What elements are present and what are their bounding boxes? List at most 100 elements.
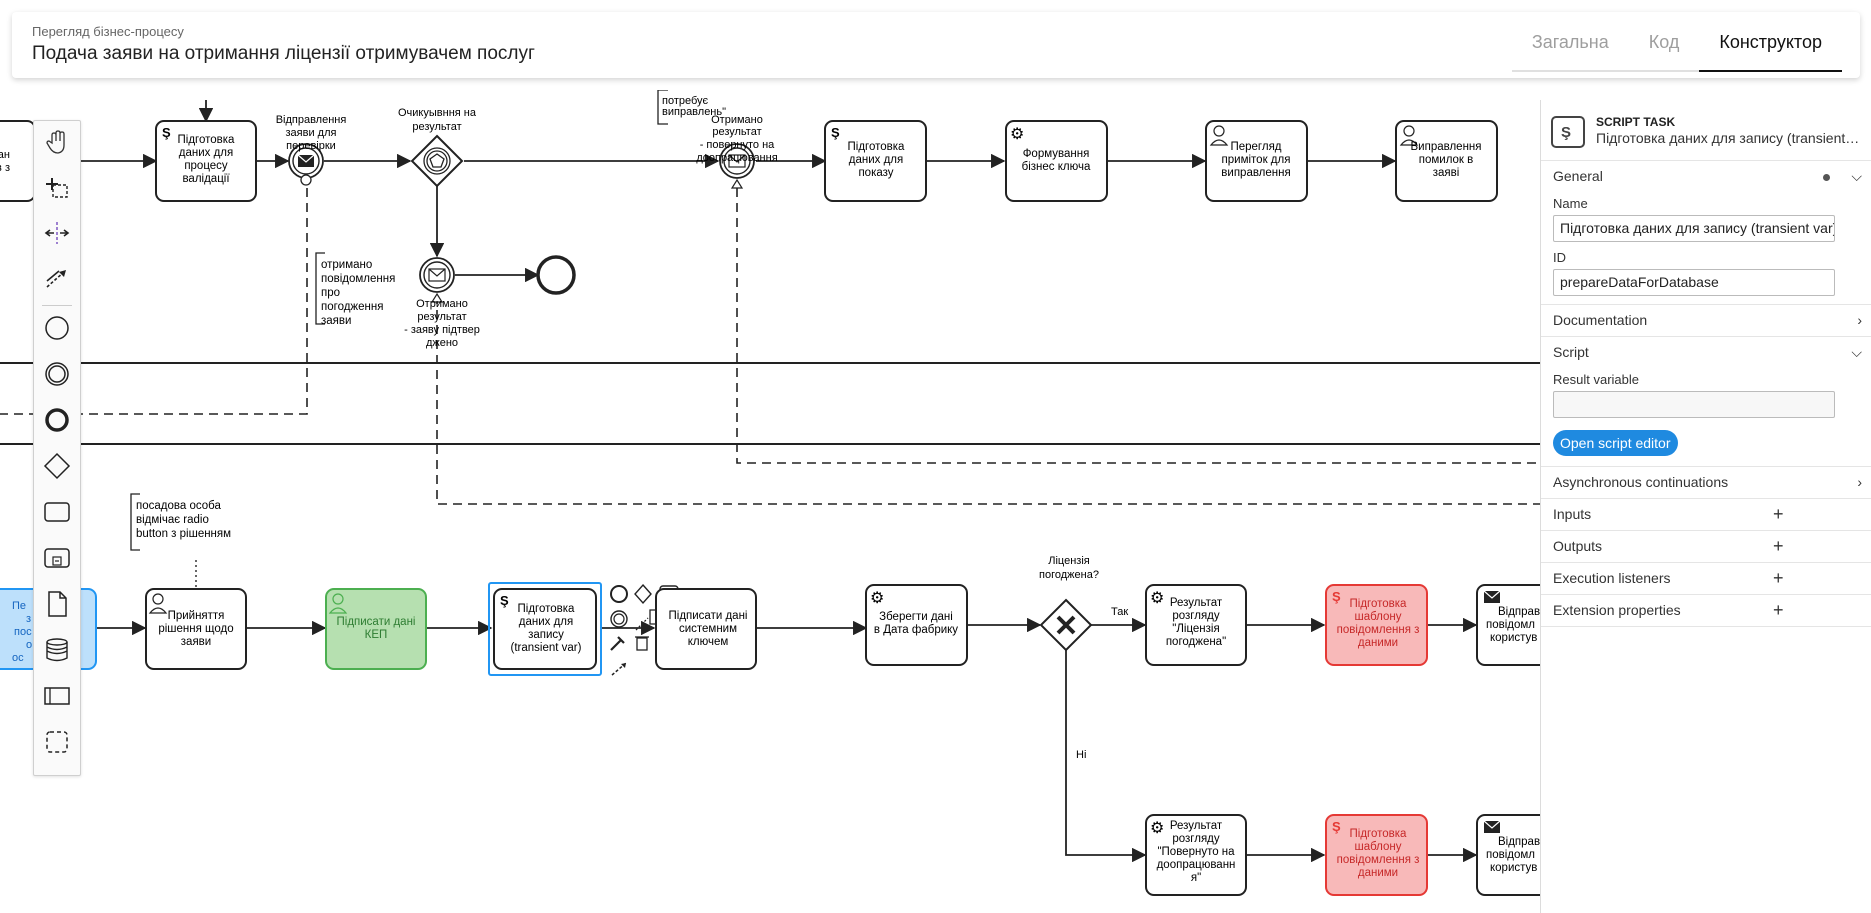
task-text-line: "Повернуто на xyxy=(1157,846,1235,858)
task-icon[interactable] xyxy=(42,497,72,527)
chevron-right-icon[interactable]: › xyxy=(1857,312,1862,328)
append-end-event-icon[interactable] xyxy=(610,585,628,603)
event-based-gateway[interactable] xyxy=(410,134,464,188)
annotation-line: відмічає radio xyxy=(136,514,209,526)
task-review-notes[interactable]: Перегляд приміток для виправлення xyxy=(1205,120,1308,202)
message-flows xyxy=(0,188,1540,505)
task-text-line: в Дата фабрику xyxy=(874,624,958,636)
async-section-header[interactable]: Asynchronous continuations › xyxy=(1541,467,1871,498)
add-icon[interactable]: + xyxy=(1773,536,1784,556)
section-title: Execution listeners xyxy=(1553,570,1671,586)
connect-tool-icon[interactable] xyxy=(42,263,72,293)
gateway-icon[interactable] xyxy=(42,451,72,481)
end-event-icon[interactable] xyxy=(42,405,72,435)
annotation-official[interactable]: посадова особа відмічає radio button з р… xyxy=(130,493,231,551)
hand-tool-icon[interactable] xyxy=(42,127,72,157)
result-variable-input[interactable] xyxy=(1553,391,1835,418)
task-template-approved[interactable]: Ş Підготовка шаблону повідомлення з дани… xyxy=(1325,584,1428,666)
chevron-down-icon[interactable]: ⌵ xyxy=(1851,168,1862,184)
task-prepare-validation[interactable]: Ş Підготовка даних для процесу валідації xyxy=(155,120,257,202)
bpmn-diagram[interactable]: исан в з Ş Підготовка даних для процесу … xyxy=(0,90,1540,913)
add-icon[interactable]: + xyxy=(1773,568,1784,588)
tab-general[interactable]: Загальна xyxy=(1531,32,1609,52)
event-approved[interactable] xyxy=(419,257,455,303)
append-intermediate-icon[interactable] xyxy=(610,610,628,628)
tab-code[interactable]: Код xyxy=(1648,32,1680,52)
end-event[interactable] xyxy=(536,255,576,295)
start-event-icon[interactable] xyxy=(42,313,72,343)
event-send-for-check[interactable] xyxy=(288,143,324,186)
documentation-section-header[interactable]: Documentation › xyxy=(1541,305,1871,336)
script-section-header[interactable]: Script ⌵ xyxy=(1541,337,1871,368)
add-icon[interactable]: + xyxy=(1773,600,1784,620)
pool-icon[interactable] xyxy=(42,681,72,711)
task-sign-system-key[interactable]: Підписати дані системним ключем xyxy=(655,588,757,670)
chevron-down-icon[interactable]: ⌵ xyxy=(1851,344,1862,360)
task-text-line: "Ліцензія xyxy=(1172,623,1219,635)
group-icon[interactable] xyxy=(42,727,72,757)
script-icon: Ş xyxy=(1332,589,1341,604)
task-template-returned[interactable]: Ş Підготовка шаблону повідомлення з дани… xyxy=(1325,814,1428,896)
wrench-icon[interactable] xyxy=(610,636,625,651)
element-type: SCRIPT TASK xyxy=(1596,115,1676,129)
flow-label-yes: Так xyxy=(1111,606,1128,618)
open-script-editor-button[interactable]: Open script editor xyxy=(1553,430,1678,456)
task-fix-errors[interactable]: Виправлення помилок в заяві xyxy=(1395,120,1498,202)
script-icon: Ş xyxy=(1332,819,1341,834)
tab-constructor[interactable]: Конструктор xyxy=(1699,12,1842,72)
task-text-line: даними xyxy=(1358,867,1398,879)
task-text-line: Відправ xyxy=(1498,606,1540,618)
extension-properties-header[interactable]: Extension properties + xyxy=(1541,595,1871,626)
task-partial-left[interactable]: исан в з xyxy=(0,120,36,202)
task-text-line: шаблону xyxy=(1354,841,1401,853)
task-text-line: о xyxy=(26,639,32,651)
task-text-line: помилок в xyxy=(1419,154,1474,166)
event-label-line: заяви для xyxy=(286,127,337,139)
pentagon-icon xyxy=(429,153,445,168)
task-text-line: шаблону xyxy=(1354,611,1401,623)
task-text-line: з xyxy=(26,613,31,625)
task-prepare-display[interactable]: Ş Підготовка даних для показу xyxy=(824,120,927,202)
section-title: Script xyxy=(1553,344,1589,360)
task-text-line: приміток для xyxy=(1222,154,1291,166)
task-business-key[interactable]: ⚙ Формування бізнес ключа xyxy=(1005,120,1108,202)
delete-icon[interactable] xyxy=(636,637,648,651)
task-save-data-factory[interactable]: ⚙ Зберегти дані в Дата фабрику xyxy=(865,584,968,666)
task-send-notification-2[interactable]: Відправ повідомл користув xyxy=(1476,814,1540,896)
task-text-line: валідації xyxy=(182,173,230,185)
space-tool-icon[interactable] xyxy=(42,218,72,248)
event-returned-for-revision[interactable] xyxy=(719,143,755,189)
annotation-received-approval[interactable]: отримано повідомлення про погодження зая… xyxy=(315,252,395,327)
extension-properties-section: Extension properties + xyxy=(1541,595,1871,627)
annotation-line: посадова особа xyxy=(136,500,221,512)
annotation-needs-fixes[interactable]: потребує виправлень" xyxy=(657,90,726,125)
properties-header: Ş SCRIPT TASK Підготовка даних для запис… xyxy=(1541,100,1871,161)
exclusive-gateway[interactable] xyxy=(1039,598,1093,652)
task-result-approved[interactable]: ⚙ Результат розгляду "Ліцензія погоджена… xyxy=(1145,584,1247,666)
task-text-line: Перегляд xyxy=(1230,141,1281,153)
general-section-header[interactable]: General ⌵ xyxy=(1541,161,1871,192)
task-prepare-transient-selected[interactable]: Ş Підготовка даних для запису (transient… xyxy=(488,582,602,676)
task-result-returned[interactable]: ⚙ Результат розгляду "Повернуто на доопр… xyxy=(1145,814,1247,896)
execution-listeners-header[interactable]: Execution listeners + xyxy=(1541,563,1871,594)
id-input[interactable]: prepareDataForDatabase xyxy=(1553,269,1835,296)
append-gateway-icon[interactable] xyxy=(634,583,652,605)
inputs-section-header[interactable]: Inputs + xyxy=(1541,499,1871,530)
task-send-notification-1[interactable]: Відправ повідомл користув xyxy=(1476,584,1540,666)
outputs-section-header[interactable]: Outputs + xyxy=(1541,531,1871,562)
task-text-line: системним xyxy=(679,623,737,635)
gear-icon: ⚙ xyxy=(1010,126,1024,143)
outputs-section: Outputs + xyxy=(1541,531,1871,563)
task-decision[interactable]: Прийняття рішення щодо заяви xyxy=(145,588,247,670)
data-store-icon[interactable] xyxy=(42,635,72,665)
annotation-icon[interactable] xyxy=(635,617,649,631)
add-icon[interactable]: + xyxy=(1773,504,1784,524)
task-sign-kep[interactable]: Підписати дані КЕП xyxy=(325,588,427,670)
intermediate-event-icon[interactable] xyxy=(42,359,72,389)
lasso-tool-icon[interactable] xyxy=(42,173,72,203)
bpmn-canvas[interactable]: исан в з Ş Підготовка даних для процесу … xyxy=(0,90,1540,913)
chevron-right-icon[interactable]: › xyxy=(1857,474,1862,490)
data-object-icon[interactable] xyxy=(42,589,72,619)
subprocess-icon[interactable] xyxy=(42,543,72,573)
name-input[interactable]: Підготовка даних для запису (transient v… xyxy=(1553,215,1835,242)
